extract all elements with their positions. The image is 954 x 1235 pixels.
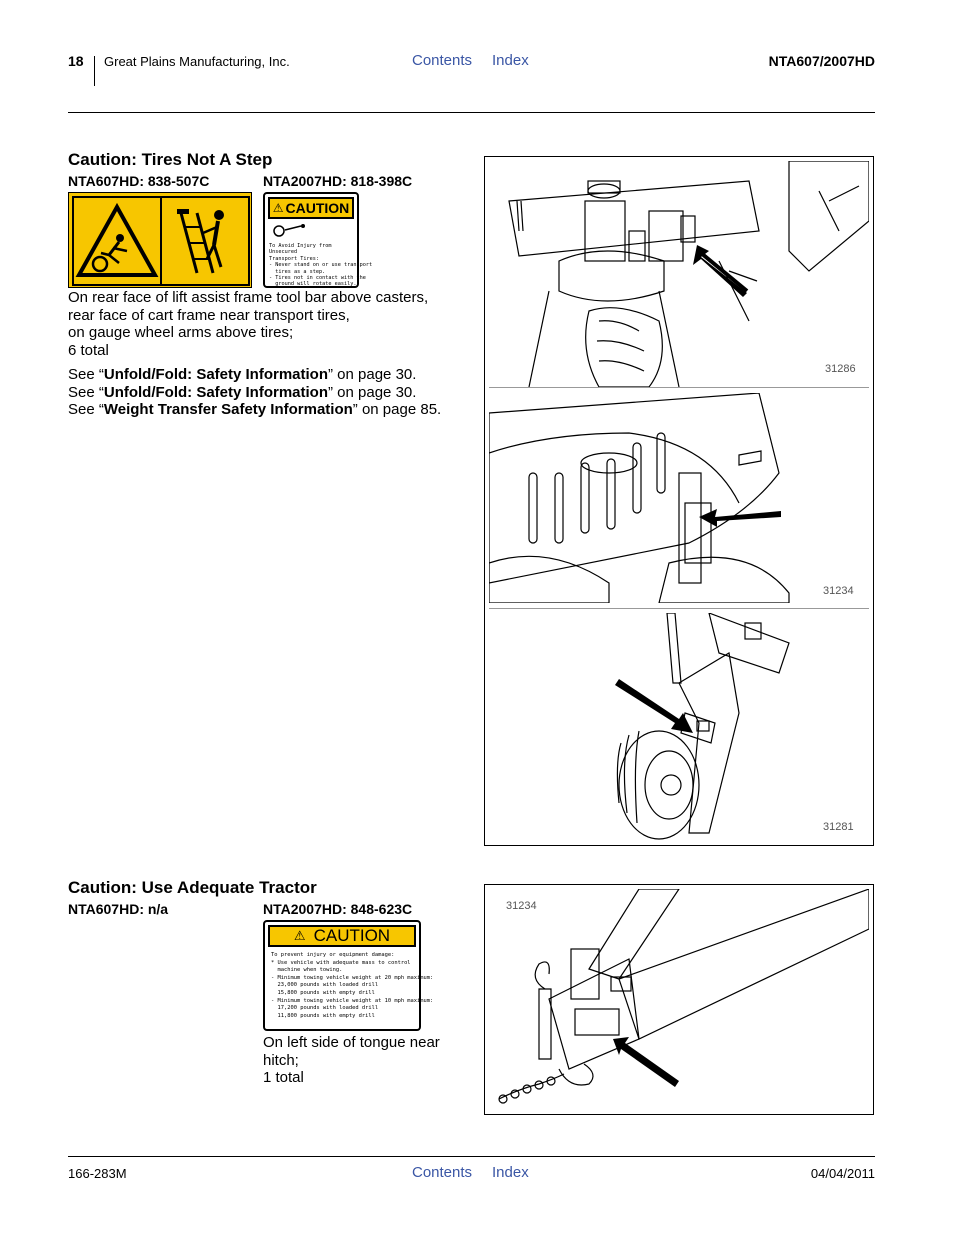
header-contents-link[interactable]: Contents	[412, 52, 473, 69]
caution-header: ⚠ CAUTION	[268, 925, 416, 947]
figure-id-1: 31286	[825, 363, 856, 375]
subfigure-divider	[489, 387, 869, 388]
gauge-wheel-arm-illustration	[615, 613, 790, 840]
tires-pictorial-decal	[68, 192, 252, 288]
reference-line[interactable]: See “Unfold/Fold: Safety Information” on…	[68, 383, 417, 401]
part-number-nta607: NTA607HD: 838-507C	[68, 173, 210, 189]
tires-not-a-step-pictogram	[72, 196, 250, 286]
caution-header: ⚠ CAUTION	[268, 197, 354, 219]
publication-date: 04/04/2011	[810, 1166, 875, 1181]
warning-triangle-icon: ⚠	[293, 928, 306, 943]
figure-id-3: 31281	[823, 821, 854, 833]
footer-index-link[interactable]: Index	[492, 1164, 529, 1181]
tires-figure-box: 31286 31234	[484, 156, 874, 846]
caution-word: CAUTION	[285, 200, 350, 216]
tongue-hitch-illustration	[498, 889, 869, 1104]
cart-frame-illustration	[489, 393, 790, 603]
figure-id-2: 31234	[823, 585, 854, 597]
lift-assist-frame-illustration	[508, 161, 869, 387]
tractor-location-text: On left side of tongue near hitch; 1 tot…	[263, 1034, 440, 1086]
tires-references: See “Unfold/Fold: Safety Information” on…	[68, 366, 441, 419]
section-title-tractor: Caution: Use Adequate Tractor	[68, 878, 317, 897]
tires-caution-decal: ⚠ CAUTION To Avoid Injury from Unsecured…	[263, 192, 373, 288]
tractor-decal-text: To prevent injury or equipment damage: *…	[271, 952, 434, 1019]
reference-line[interactable]: See “Weight Transfer Safety Information”…	[68, 401, 442, 418]
subfigure-divider	[489, 608, 869, 609]
section-title-tires: Caution: Tires Not A Step	[68, 150, 273, 169]
tires-decal-text: To Avoid Injury from Unsecured Transport…	[269, 243, 373, 288]
header-index-link[interactable]: Index	[492, 52, 529, 69]
part-number-nta607-tractor: NTA607HD: n/a	[68, 901, 169, 917]
part-number-nta2007: NTA2007HD: 818-398C	[263, 173, 413, 189]
part-number-nta2007-tractor: NTA2007HD: 848-623C	[263, 901, 413, 917]
caution-word: CAUTION	[313, 926, 391, 945]
tires-location-text: On rear face of lift assist frame tool b…	[68, 289, 429, 359]
tractor-figure-box: 31234	[484, 884, 874, 1115]
tire-step-icon	[273, 224, 305, 237]
reference-line[interactable]: See “Unfold/Fold: Safety Information” on…	[68, 366, 417, 383]
warning-triangle-icon: ⚠	[272, 201, 284, 215]
footer-contents-link[interactable]: Contents	[412, 1164, 473, 1181]
document-number: 166-283M	[68, 1166, 127, 1181]
footer-rule	[68, 1156, 875, 1157]
header-rule	[68, 112, 875, 113]
tractor-caution-decal: ⚠ CAUTION To prevent injury or equipment…	[263, 920, 434, 1031]
page-number: 18	[68, 53, 84, 69]
model-number: NTA607/2007HD	[768, 53, 875, 69]
header-separator	[94, 56, 95, 86]
figure-id-4: 31234	[506, 900, 537, 912]
company-name: Great Plains Manufacturing, Inc.	[104, 54, 290, 69]
